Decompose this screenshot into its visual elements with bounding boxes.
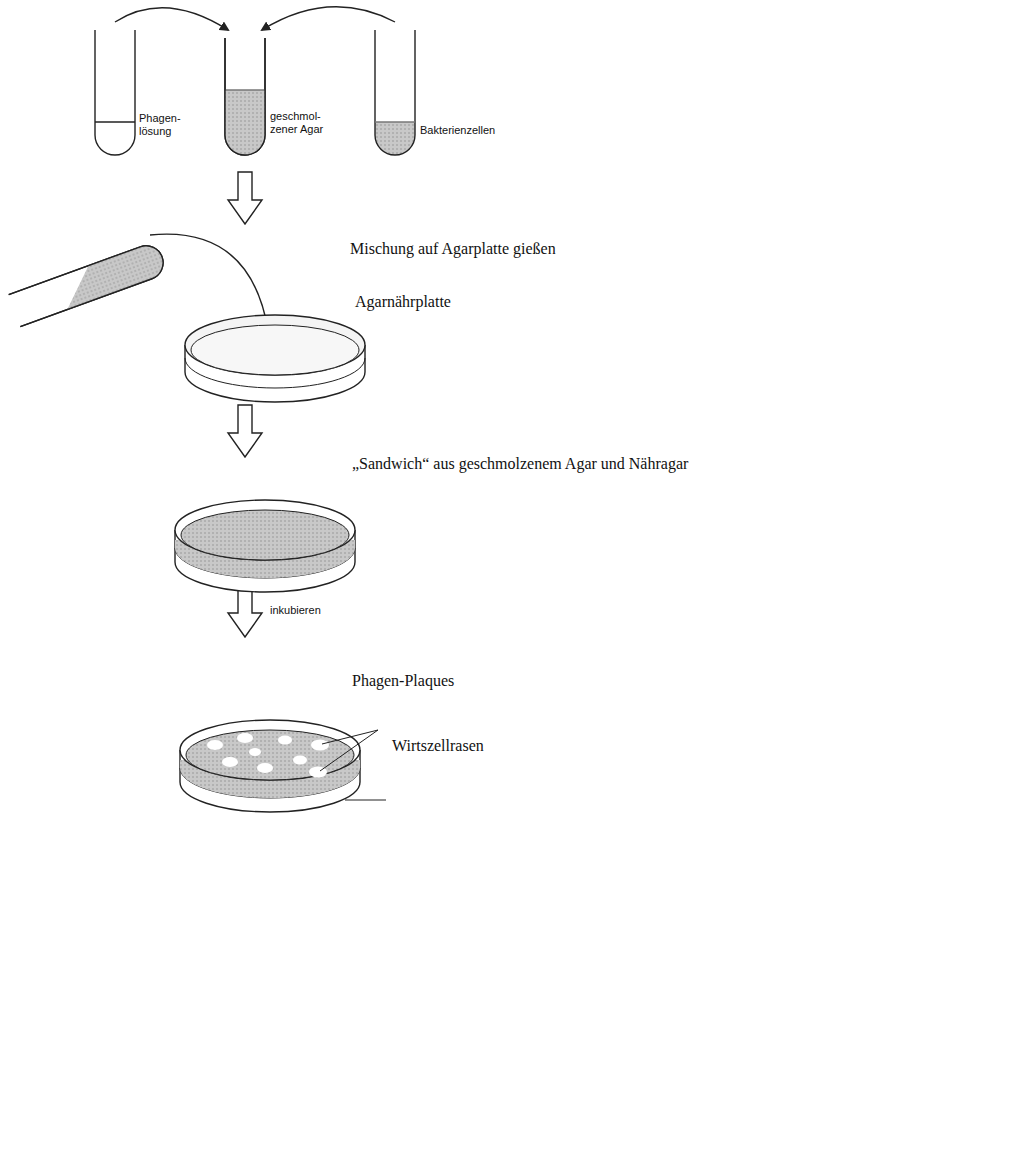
step-caption: Mischung auf Agarplatte gießen <box>350 240 556 258</box>
tube-label: Phagen- lösung <box>139 112 189 137</box>
step-caption: „Sandwich“ aus geschmolzenem Agar und Nä… <box>352 455 688 473</box>
lawn-label: Wirtszellrasen <box>392 737 484 755</box>
tube-label: geschmol- zener Agar <box>270 110 332 135</box>
plate-label: Agarnährplatte <box>355 293 451 311</box>
plaque-label: Phagen-Plaques <box>352 672 454 690</box>
tube-label: Bakterienzellen <box>420 124 495 137</box>
step-caption: inkubieren <box>270 604 321 617</box>
